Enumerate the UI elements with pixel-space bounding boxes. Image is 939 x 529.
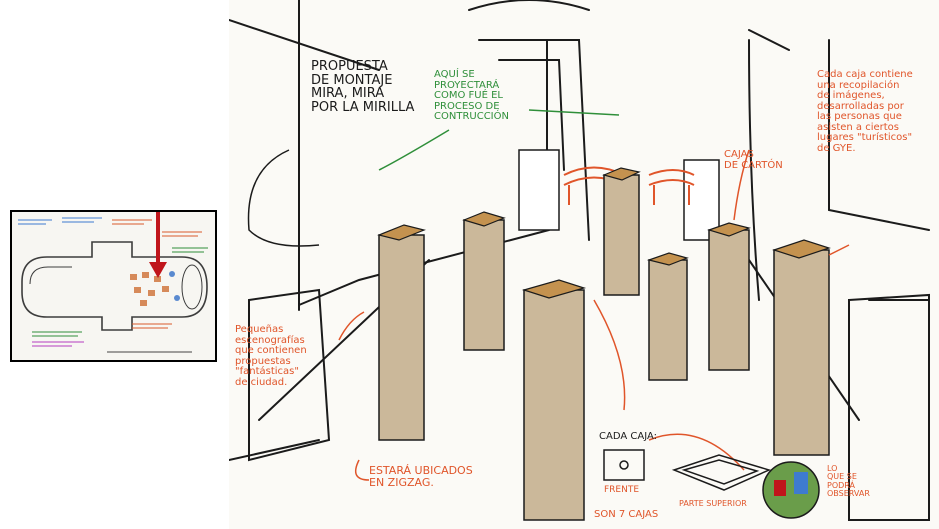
front-label: FRENTE [604,485,640,495]
sketch-title: PROPUESTA DE MONTAJE MIRA, MIRA POR LA M… [311,59,415,115]
seven-boxes-label: SON 7 CAJAS [594,509,659,520]
cardboard-boxes-note: CAJAS DE CARTÓN [724,149,783,171]
observe-note: LO QUE SE PODRÁ OBSERVAR [827,464,870,499]
scenography-note: Pequeñas escenografías que contienen pro… [235,324,307,388]
each-box-label: CADA CAJA: [599,431,657,442]
floor-plan-drawing [12,212,215,360]
zigzag-note: ESTARÁ UBICADOS EN ZIGZAG. [369,464,473,489]
exhibition-sketch: PROPUESTA DE MONTAJE MIRA, MIRA POR LA M… [229,0,939,529]
sketch-lines [229,0,930,521]
boxes-description-note: Cada caja contiene una recopilación de i… [817,69,913,154]
floor-plan-thumbnail [10,210,217,362]
projection-note: AQUÍ SE PROYECTARÁ COMO FUÉ EL PROCESO D… [434,69,509,122]
top-label: PARTE SUPERIOR [679,499,747,508]
